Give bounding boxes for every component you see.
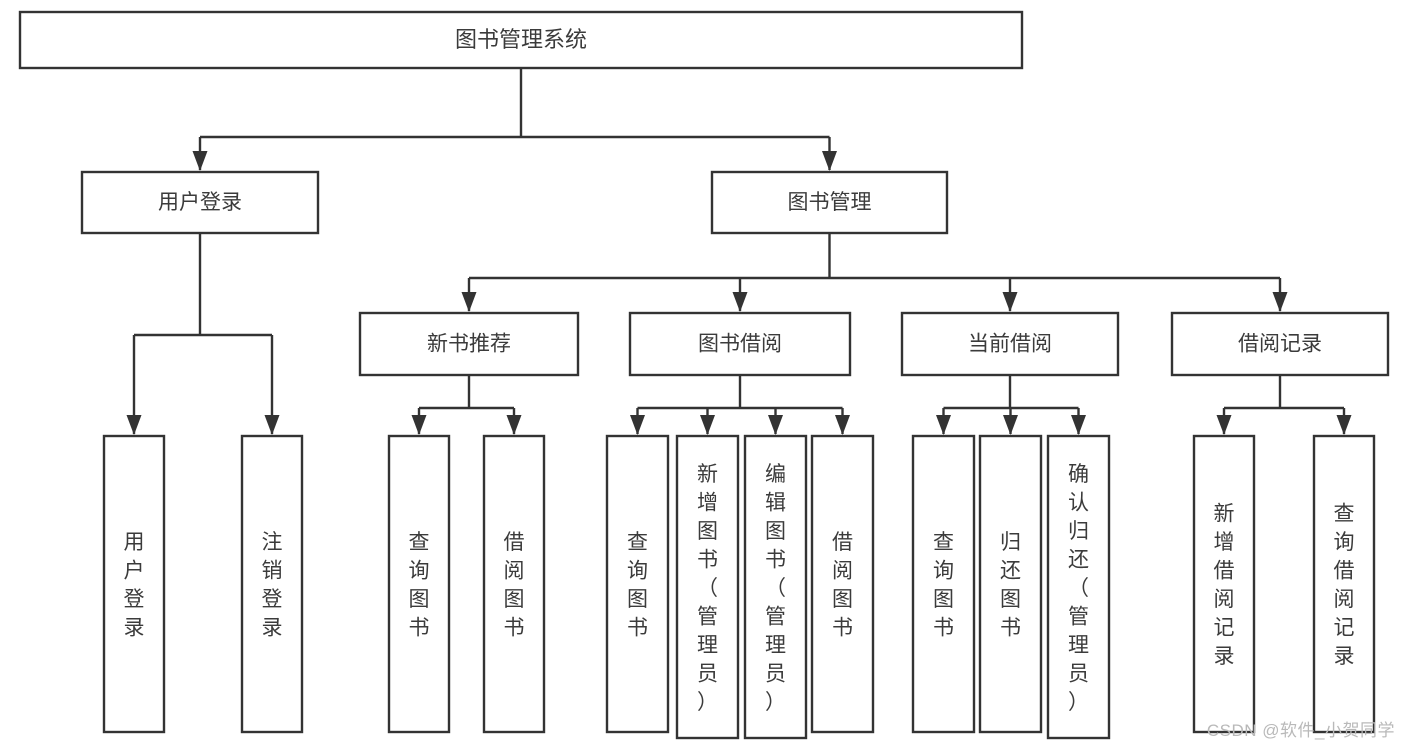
- node-box[interactable]: [743, 434, 808, 740]
- connector-group-book-borrow: [630, 375, 850, 435]
- node-box[interactable]: [1170, 311, 1390, 377]
- node-box[interactable]: [1046, 434, 1111, 740]
- node-label: 当前借阅: [968, 333, 1052, 356]
- connector-group-borrow-record: [1216, 375, 1352, 435]
- node-box[interactable]: [628, 311, 852, 377]
- node-box[interactable]: [18, 10, 1024, 70]
- node-layer: 图书管理系统用户登录图书管理新书推荐图书借阅当前借阅借阅记录用户登录注销登录查询…: [18, 10, 1390, 740]
- node-leaf-user-login[interactable]: 用户登录: [102, 434, 166, 734]
- node-leaf-query-book-1[interactable]: 查询图书: [387, 434, 451, 734]
- node-label: 新增借阅记录: [1214, 503, 1235, 669]
- node-leaf-borrow-book-2[interactable]: 借阅图书: [810, 434, 875, 734]
- node-label: 查询借阅记录: [1334, 503, 1355, 669]
- node-box[interactable]: [978, 434, 1043, 734]
- node-label: 注销登录: [262, 531, 283, 640]
- node-label: 编辑图书（管理员）: [765, 463, 786, 714]
- node-box[interactable]: [387, 434, 451, 734]
- node-label: 用户登录: [158, 191, 242, 214]
- node-box[interactable]: [482, 434, 546, 734]
- node-box[interactable]: [1312, 434, 1376, 734]
- node-box[interactable]: [911, 434, 976, 734]
- page-title: 图书管理系统: [455, 27, 587, 52]
- arrow-head-icon: [264, 415, 280, 435]
- node-label: 确认归还（管理员）: [1068, 463, 1089, 714]
- connector-group-book-manage: [461, 233, 1288, 312]
- node-borrow-record[interactable]: 借阅记录: [1170, 311, 1390, 377]
- arrow-head-icon: [768, 415, 783, 435]
- node-box[interactable]: [1192, 434, 1256, 734]
- node-leaf-edit-book[interactable]: 编辑图书（管理员）: [743, 434, 808, 740]
- node-label: 新书推荐: [427, 333, 511, 356]
- node-user-login[interactable]: 用户登录: [80, 170, 320, 235]
- arrow-head-icon: [1336, 415, 1352, 435]
- arrow-head-icon: [1003, 415, 1018, 435]
- node-box[interactable]: [605, 434, 670, 734]
- arrow-head-icon: [411, 415, 427, 435]
- node-label: 借阅图书: [832, 531, 853, 640]
- node-leaf-query-book-3[interactable]: 查询图书: [911, 434, 976, 734]
- arrow-head-icon: [732, 292, 748, 312]
- node-leaf-return-book[interactable]: 归还图书: [978, 434, 1043, 734]
- arrow-head-icon: [630, 415, 645, 435]
- node-box[interactable]: [675, 434, 740, 740]
- arrow-head-icon: [822, 151, 837, 171]
- arrow-head-icon: [506, 415, 522, 435]
- connector-group-current-borrow: [936, 375, 1086, 435]
- arrow-head-icon: [1216, 415, 1232, 435]
- node-label: 用户登录: [124, 531, 145, 640]
- node-book-borrow[interactable]: 图书借阅: [628, 311, 852, 377]
- node-label: 新增图书（管理员）: [697, 463, 718, 714]
- arrow-head-icon: [1071, 415, 1086, 435]
- node-leaf-confirm-return[interactable]: 确认归还（管理员）: [1046, 434, 1111, 740]
- connector-group-new-book-rec: [411, 375, 522, 435]
- node-label: 借阅图书: [504, 531, 525, 640]
- node-leaf-query-book-2[interactable]: 查询图书: [605, 434, 670, 734]
- node-new-book-rec[interactable]: 新书推荐: [358, 311, 580, 377]
- arrow-head-icon: [1272, 292, 1288, 312]
- node-label: 图书管理: [788, 191, 872, 214]
- node-leaf-borrow-book-1[interactable]: 借阅图书: [482, 434, 546, 734]
- connector-layer: [126, 68, 1352, 435]
- arrow-head-icon: [126, 415, 142, 435]
- arrow-head-icon: [192, 151, 208, 171]
- connector-group-user-login: [126, 233, 280, 435]
- node-box[interactable]: [810, 434, 875, 734]
- arrow-head-icon: [461, 292, 477, 312]
- node-box[interactable]: [900, 311, 1120, 377]
- arrow-head-icon: [835, 415, 850, 435]
- node-current-borrow[interactable]: 当前借阅: [900, 311, 1120, 377]
- arrow-head-icon: [936, 415, 951, 435]
- node-leaf-logout[interactable]: 注销登录: [240, 434, 304, 734]
- node-box[interactable]: [102, 434, 166, 734]
- node-label: 归还图书: [1000, 531, 1021, 640]
- node-box[interactable]: [358, 311, 580, 377]
- node-label: 查询图书: [627, 531, 648, 640]
- node-label: 查询图书: [409, 531, 430, 640]
- node-label: 图书借阅: [698, 333, 782, 356]
- node-box[interactable]: [80, 170, 320, 235]
- node-label: 查询图书: [933, 531, 954, 640]
- node-root[interactable]: 图书管理系统: [18, 10, 1024, 70]
- connector-group-root: [192, 68, 837, 171]
- node-label: 借阅记录: [1238, 333, 1322, 356]
- arrow-head-icon: [1002, 292, 1018, 312]
- node-box[interactable]: [240, 434, 304, 734]
- node-leaf-add-record[interactable]: 新增借阅记录: [1192, 434, 1256, 734]
- node-leaf-add-book[interactable]: 新增图书（管理员）: [675, 434, 740, 740]
- node-leaf-query-record[interactable]: 查询借阅记录: [1312, 434, 1376, 734]
- node-book-manage[interactable]: 图书管理: [710, 170, 949, 235]
- node-box[interactable]: [710, 170, 949, 235]
- arrow-head-icon: [700, 415, 715, 435]
